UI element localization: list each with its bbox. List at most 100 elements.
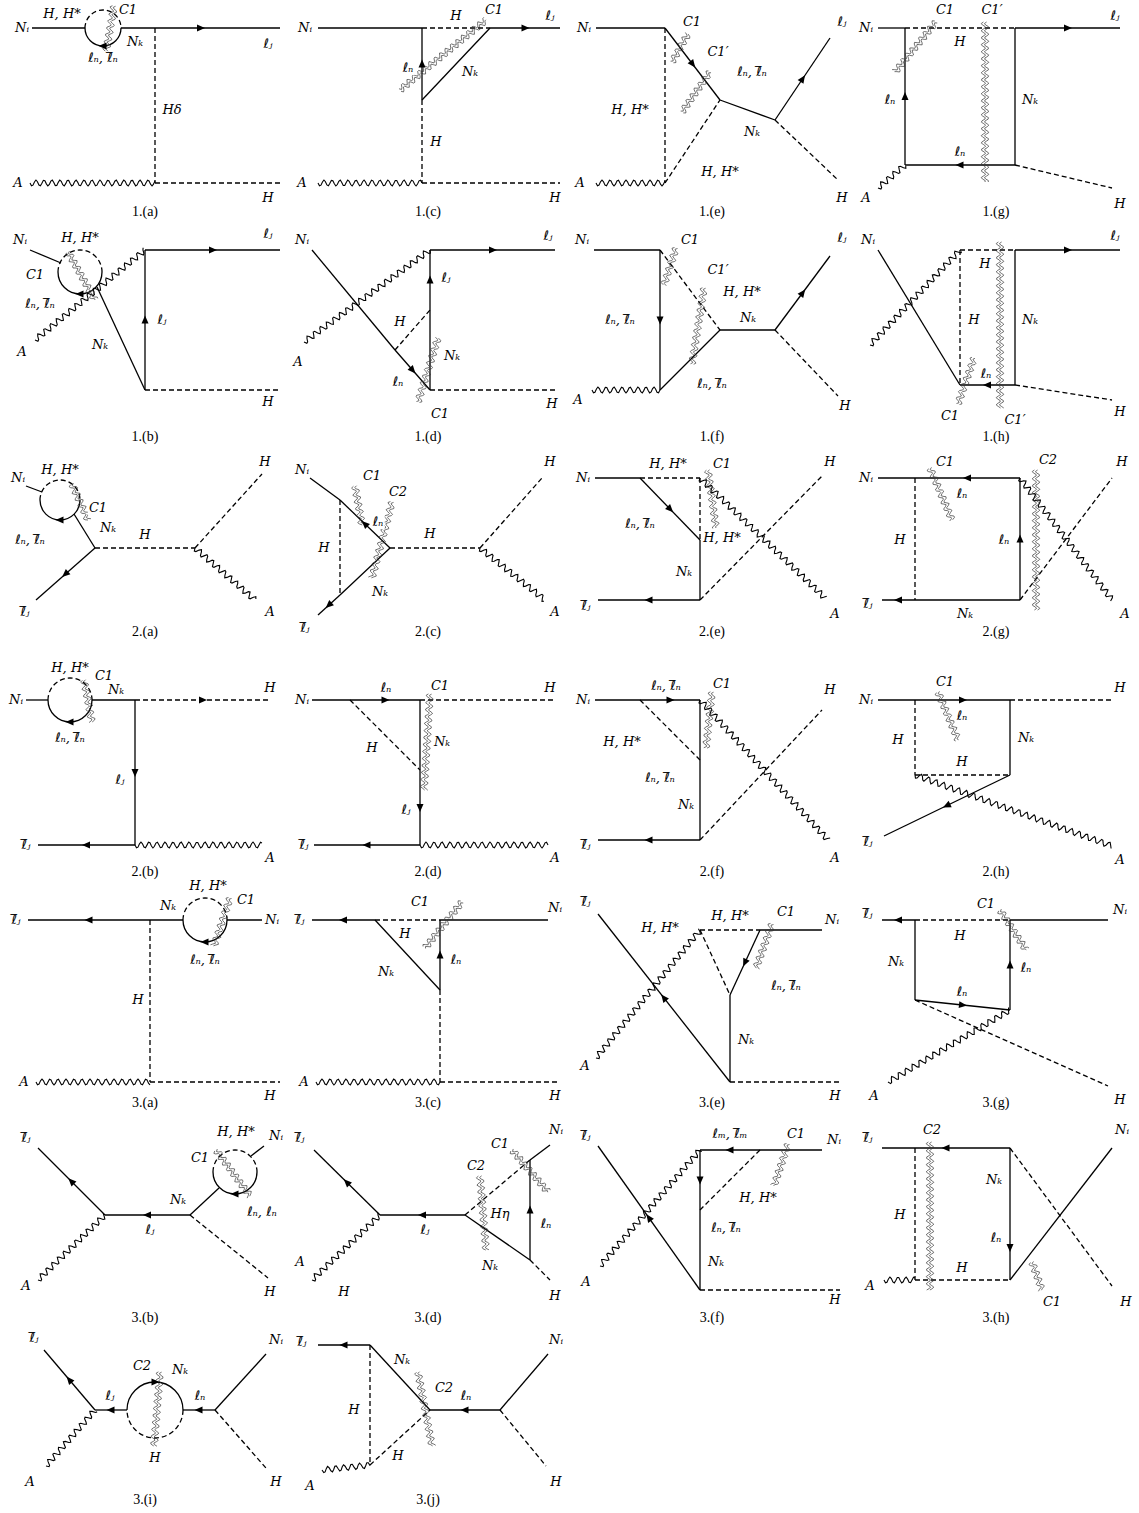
scalar-line xyxy=(195,474,262,548)
panel-caption: 1.(a) xyxy=(131,205,159,220)
fermion-line xyxy=(310,478,340,500)
particle-label: ℓₙ, ℓₙ xyxy=(246,1205,278,1219)
scalar-line xyxy=(190,1215,268,1278)
particle-label: Nₖ xyxy=(169,1193,187,1207)
particle-label: Nₖ xyxy=(985,1173,1003,1187)
particle-label: ℓⱼ xyxy=(420,1223,431,1237)
cut-line xyxy=(1032,1261,1044,1290)
panel-caption: 3.(g) xyxy=(982,1096,1011,1111)
cut-line xyxy=(69,485,88,520)
cut-line xyxy=(371,502,394,577)
arrow-head xyxy=(894,597,902,604)
particle-label: A xyxy=(868,1089,879,1103)
particle-label: Nₖ xyxy=(159,899,177,913)
photon-line xyxy=(312,1213,379,1281)
particle-label: C1 xyxy=(118,3,138,17)
particle-label: ℓⱼ xyxy=(157,313,168,327)
particle-label: C2 xyxy=(466,1159,486,1173)
cut-line xyxy=(683,73,711,113)
particle-label: ℓₙ xyxy=(1020,961,1033,975)
particle-label: A xyxy=(296,176,307,190)
particle-label: H, H* xyxy=(700,165,739,179)
particle-label: ℓ̅ⱼ xyxy=(581,1129,592,1143)
particle-label: ℓⱼ xyxy=(545,9,556,23)
arrow-head xyxy=(798,75,805,84)
arrow-head xyxy=(231,1191,239,1198)
arrow-head xyxy=(67,1377,75,1385)
particle-label: A xyxy=(580,1275,591,1289)
particle-label: ℓ̅ⱼ xyxy=(863,835,874,849)
fermion-line xyxy=(40,500,80,520)
particle-label: Nᵢ xyxy=(8,693,24,707)
particle-label: ℓⱼ xyxy=(837,15,848,29)
particle-label: H xyxy=(955,1261,968,1275)
particle-label: Nₖ xyxy=(675,565,693,579)
arrow-head xyxy=(408,365,416,373)
photon-line xyxy=(135,842,262,848)
arrow-head xyxy=(959,1001,967,1008)
particle-label: ℓₙ xyxy=(392,375,405,389)
fermion-line xyxy=(720,100,775,120)
fermion-line xyxy=(699,540,700,600)
cut-line xyxy=(510,1151,548,1192)
scalar-line xyxy=(440,1081,560,1082)
fermion-line xyxy=(878,250,960,385)
particle-label: C1 xyxy=(490,1137,510,1151)
scalar-line xyxy=(154,28,155,183)
fermion-line xyxy=(251,1146,264,1156)
panel-caption: 2.(a) xyxy=(131,625,159,640)
particle-label: ℓₙ, ℓ̅ₙ xyxy=(770,979,802,993)
arrow-head xyxy=(645,837,653,844)
panel-caption: 1.(f) xyxy=(699,430,726,445)
particle-label: C1 xyxy=(682,15,702,29)
particle-label: Nᵢ xyxy=(548,1123,564,1137)
photon-line xyxy=(479,548,544,601)
scalar-line xyxy=(1015,385,1112,400)
scalar-line xyxy=(155,182,280,183)
particle-label: H xyxy=(423,527,436,541)
particle-label: ℓⱼ xyxy=(145,1223,156,1237)
scalar-line xyxy=(1010,699,1112,700)
photon-line xyxy=(600,1150,702,1266)
arrow-head xyxy=(382,697,390,704)
particle-label: C1 xyxy=(976,897,996,911)
cut-line xyxy=(984,22,988,182)
fermion-line xyxy=(699,1210,700,1290)
arrow-head xyxy=(527,1206,534,1214)
particle-label: H, H* xyxy=(216,1125,255,1139)
particle-label: ℓₙ, ℓ̅ₙ xyxy=(736,65,768,79)
panel-caption: 3.(b) xyxy=(131,1311,160,1326)
particle-label: H xyxy=(261,191,274,205)
panel-caption: 1.(e) xyxy=(698,205,726,220)
cut-line xyxy=(774,1145,790,1186)
particle-label: H xyxy=(131,993,144,1007)
particle-label: Nₖ xyxy=(443,349,461,363)
particle-label: C1 xyxy=(712,457,732,471)
particle-label: A xyxy=(264,605,275,619)
scalar-line xyxy=(664,28,665,183)
arrow-head xyxy=(743,958,750,967)
panel-caption: 1.(d) xyxy=(414,430,443,445)
fermion-line xyxy=(598,1146,700,1290)
particle-label: Nᵢ xyxy=(858,21,874,35)
scalar-line xyxy=(700,710,822,840)
particle-label: ℓⱼ xyxy=(837,231,848,245)
scalar-line xyxy=(500,1410,546,1466)
scalar-line xyxy=(640,477,700,478)
particle-label: C1 xyxy=(935,455,955,469)
arrow-head xyxy=(68,1178,76,1186)
arrow-head xyxy=(339,917,347,924)
particle-label: A xyxy=(18,1075,29,1089)
panel-caption: 2.(e) xyxy=(698,625,726,640)
fermion-line xyxy=(312,250,395,350)
particle-label: Nᵢ xyxy=(1112,903,1128,917)
scalar-line xyxy=(700,1289,840,1290)
scalar-line xyxy=(915,1000,1108,1086)
particle-label: C1 xyxy=(786,1127,806,1141)
fermion-line xyxy=(530,1145,550,1160)
cut-line xyxy=(416,337,437,401)
particle-label: Nᵢ xyxy=(294,693,310,707)
fermion-line xyxy=(1014,28,1015,165)
panel-caption: 3.(j) xyxy=(415,1493,441,1508)
photon-line xyxy=(888,1008,1009,1084)
